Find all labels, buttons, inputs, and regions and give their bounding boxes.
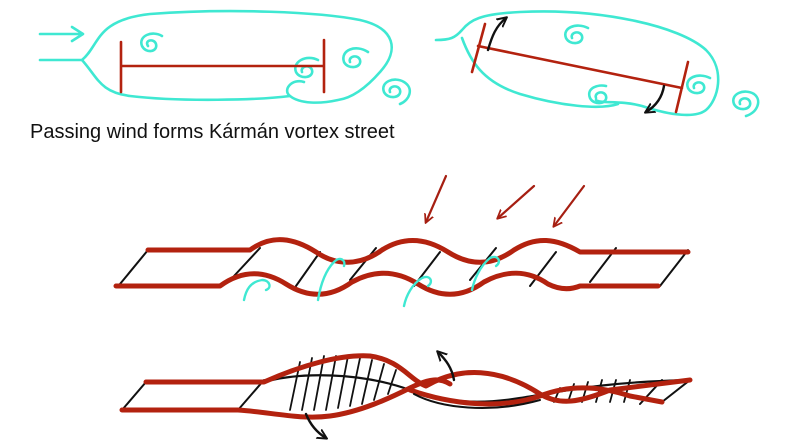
flow-lower-boundary: [80, 58, 292, 102]
deck-edge-lines: [121, 379, 691, 411]
flow-boundary: [38, 9, 393, 104]
deck-red-edge-far: [407, 385, 665, 407]
spiral-vortex-icon: [686, 74, 712, 95]
flow-boundary: [434, 10, 720, 117]
curved-arrow-icon: [486, 18, 506, 52]
spiral-vortex-icon: [382, 78, 412, 106]
deck-section: [470, 22, 690, 114]
deck-near-edge: [145, 237, 691, 265]
flow-lower-boundary: [460, 36, 620, 109]
deck-red-edge-far: [119, 377, 453, 420]
vortex-stream: [316, 257, 346, 302]
deck-oscillation: [113, 174, 691, 308]
spiral-vortex-icon: [732, 90, 760, 118]
vortex-stream: [242, 278, 271, 302]
deck-torsion: [119, 352, 693, 438]
spiral-vortex-icon: [587, 84, 608, 105]
curved-arrow-icon: [438, 352, 456, 382]
diagram-caption: Passing wind forms Kármán vortex street: [30, 121, 395, 143]
cross-section-steady: [38, 9, 412, 106]
spiral-vortex-icon: [564, 24, 590, 45]
vortex-stream: [402, 275, 433, 308]
deck-red-edge-near: [143, 353, 693, 404]
deck-far-edge: [113, 270, 661, 297]
vortex-stream: [470, 255, 501, 292]
wind-arrow-icon: [554, 184, 586, 226]
spiral-vortex-icon: [294, 56, 320, 79]
spiral-vortex-icon: [342, 47, 370, 69]
wind-arrow-icon: [498, 184, 536, 218]
wind-arrow-icon: [426, 174, 448, 222]
spiral-vortex-icon: [140, 32, 164, 53]
curved-arrow-icon: [646, 84, 666, 112]
deck-bottom-black-edge: [413, 393, 541, 409]
deck-section: [119, 38, 326, 94]
curved-arrow-icon: [304, 412, 326, 438]
flow-arrow-icon: [38, 25, 85, 43]
cross-section-rotating: [434, 10, 760, 118]
